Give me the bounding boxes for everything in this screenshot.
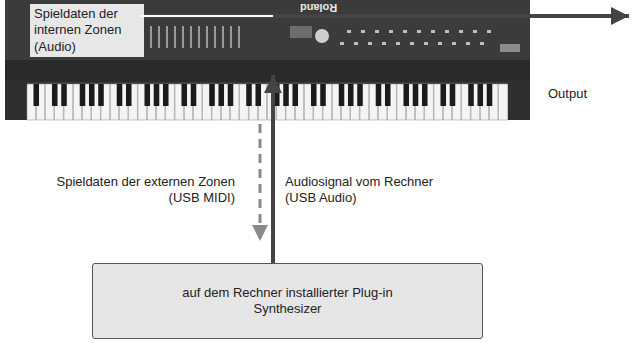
edge-label: Audiosignal vom Rechner (USB Audio) bbox=[285, 174, 435, 207]
panel-button bbox=[431, 30, 435, 33]
black-key bbox=[348, 84, 354, 106]
signal-note: Spieldaten der internen Zonen (Audio) bbox=[30, 4, 144, 57]
audio-arrow bbox=[271, 75, 275, 263]
slider bbox=[182, 26, 184, 48]
slider bbox=[206, 26, 208, 48]
black-key bbox=[292, 84, 298, 106]
black-key bbox=[98, 84, 104, 106]
slider bbox=[238, 26, 240, 48]
panel-button bbox=[480, 42, 484, 45]
black-key bbox=[52, 84, 58, 106]
edge-label: Spieldaten der externen Zonen (USB MIDI) bbox=[45, 174, 235, 207]
panel-button bbox=[354, 42, 358, 45]
display bbox=[290, 26, 312, 38]
black-key bbox=[33, 84, 39, 106]
panel-button bbox=[340, 42, 344, 45]
panel-button bbox=[361, 30, 365, 33]
black-key bbox=[228, 84, 234, 106]
panel-button bbox=[389, 30, 393, 33]
black-key bbox=[255, 84, 261, 106]
slider bbox=[198, 26, 200, 48]
black-key bbox=[209, 84, 215, 106]
black-key bbox=[126, 84, 132, 106]
black-key bbox=[477, 84, 483, 106]
panel-button bbox=[375, 30, 379, 33]
slider bbox=[174, 26, 176, 48]
process-box: auf dem Rechner installierter Plug-in Sy… bbox=[92, 263, 483, 339]
black-key bbox=[468, 84, 474, 106]
panel-button bbox=[410, 42, 414, 45]
black-key bbox=[218, 84, 224, 106]
black-key bbox=[163, 84, 169, 106]
black-key bbox=[311, 84, 317, 106]
model-plate bbox=[500, 44, 520, 52]
slider bbox=[166, 26, 168, 48]
black-key bbox=[181, 84, 187, 106]
panel-button bbox=[403, 30, 407, 33]
black-key bbox=[385, 84, 391, 106]
black-key bbox=[422, 84, 428, 106]
slider bbox=[222, 26, 224, 48]
box-label: auf dem Rechner installierter Plug-in Sy… bbox=[163, 285, 413, 318]
panel-button bbox=[424, 42, 428, 45]
output-arrow bbox=[140, 14, 629, 18]
slider bbox=[190, 26, 192, 48]
black-key bbox=[413, 84, 419, 106]
keyboard-cheek bbox=[5, 80, 27, 120]
keyboard-cheek bbox=[508, 80, 530, 120]
black-key bbox=[117, 84, 123, 106]
slider bbox=[214, 26, 216, 48]
slider bbox=[230, 26, 232, 48]
midi-arrow bbox=[259, 124, 262, 241]
black-key bbox=[440, 84, 446, 106]
slider bbox=[150, 26, 152, 48]
white-key bbox=[499, 84, 507, 120]
panel-button bbox=[459, 30, 463, 33]
panel-button bbox=[382, 42, 386, 45]
panel-button bbox=[487, 30, 491, 33]
black-key bbox=[357, 84, 363, 106]
black-key bbox=[339, 84, 345, 106]
panel-button bbox=[466, 42, 470, 45]
panel-button bbox=[396, 42, 400, 45]
black-key bbox=[403, 84, 409, 106]
output-label: Output bbox=[548, 86, 587, 102]
keyboard-front bbox=[5, 60, 530, 82]
black-key bbox=[191, 84, 197, 106]
dial bbox=[315, 29, 329, 43]
black-key bbox=[80, 84, 86, 106]
panel-button bbox=[347, 30, 351, 33]
black-key bbox=[246, 84, 252, 106]
keyboard-body bbox=[5, 0, 530, 84]
black-key bbox=[487, 84, 493, 106]
output-arrow-highlight bbox=[140, 15, 273, 17]
black-key bbox=[376, 84, 382, 106]
panel-button bbox=[438, 42, 442, 45]
panel-button bbox=[473, 30, 477, 33]
keyboard-node: Spieldaten der internen Zonen (Audio) bbox=[5, 0, 530, 120]
black-key bbox=[61, 84, 67, 106]
black-key bbox=[89, 84, 95, 106]
black-key bbox=[154, 84, 160, 106]
black-key bbox=[450, 84, 456, 106]
black-key bbox=[283, 84, 289, 106]
brand-logo: Roland bbox=[300, 0, 337, 14]
panel-button bbox=[368, 42, 372, 45]
panel-button bbox=[452, 42, 456, 45]
panel-button bbox=[445, 30, 449, 33]
black-key bbox=[320, 84, 326, 106]
panel-button bbox=[417, 30, 421, 33]
black-key bbox=[144, 84, 150, 106]
slider bbox=[158, 26, 160, 48]
